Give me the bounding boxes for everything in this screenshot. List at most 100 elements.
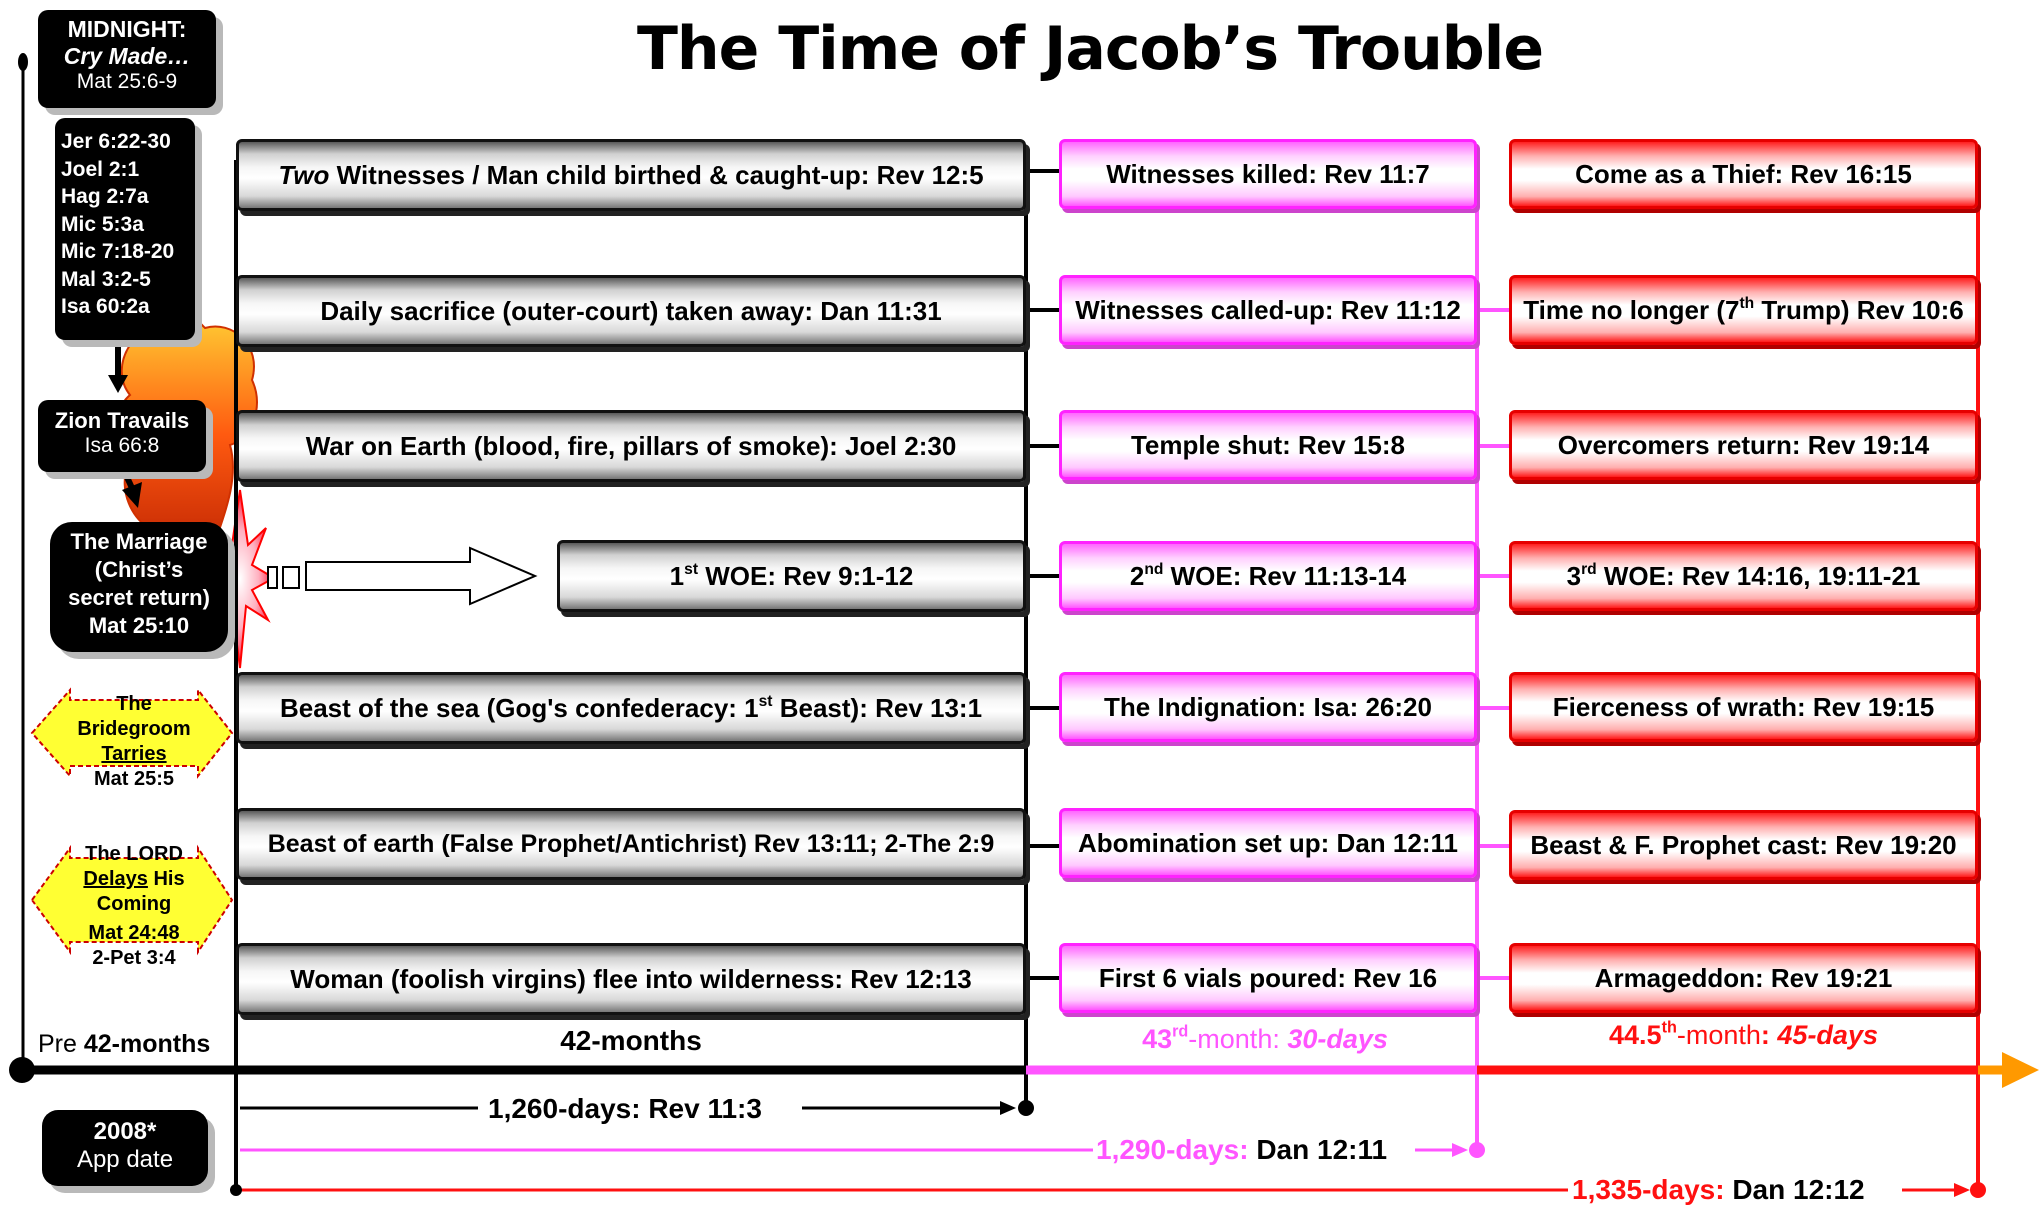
col2-row7-box: First 6 vials poured: Rev 16 [1059,943,1477,1013]
col3-row7-box: Armageddon: Rev 19:21 [1509,943,1978,1013]
verse-item: Mic 5:3a [61,212,144,236]
col3-row1-box: Come as a Thief: Rev 16:15 [1509,139,1978,209]
col1-row1-text: Witnesses / Man child birthed & caught-u… [329,159,984,190]
lord-delays-line3: Coming [96,893,172,915]
col2-row4-text: WOE: Rev 11:13-14 [1163,560,1407,591]
col3-row5-text: Fierceness of wrath: Rev 19:15 [1552,691,1935,722]
period-42-months-label: 42-months [560,1025,702,1056]
period2-num: 43 [1142,1024,1173,1054]
col1-row5-pre: Beast of the sea (Gog's confederacy: 1 [279,692,759,723]
col1-row5-sup: st [758,692,773,710]
period3-days: 45-days [1777,1020,1878,1050]
col2-row7-text: First 6 vials poured: Rev 16 [1098,962,1438,993]
marriage-line3: secret return) [68,585,210,610]
marriage-line1: The Marriage [70,529,208,554]
col3-row3-box: Overcomers return: Rev 19:14 [1509,410,1978,480]
period3-num: 44.5 [1609,1020,1662,1050]
period2-mid: -month: [1188,1024,1288,1054]
col1-row3-box: War on Earth (blood, fire, pillars of sm… [236,410,1026,482]
col2-row4-sup: nd [1144,560,1164,578]
period-43rd-month-label: 43rd-month: 30-days [1030,1024,1500,1055]
col3-row2-pre: Time no longer (7 [1523,294,1740,325]
midnight-line1: MIDNIGHT: [67,16,187,42]
col2-row3-text: Temple shut: Rev 15:8 [1130,429,1406,460]
col3-row2-sup: th [1739,294,1755,312]
col2-row1-text: Witnesses killed: Rev 11:7 [1106,158,1430,189]
col3-row2-box: Time no longer (7th Trump) Rev 10:6 [1509,275,1978,345]
col3-row6-text: Beast & F. Prophet cast: Rev 19:20 [1530,829,1957,860]
timeline-arrowhead [2002,1052,2039,1088]
days-1335-colored: 1,335-days: [1572,1174,1725,1205]
col1-connectors [1026,169,1060,980]
zion-line2: Isa 66:8 [84,434,160,457]
app-date-line1: 2008* [93,1118,157,1145]
days-1260-label: 1,260-days: Rev 11:3 [488,1093,762,1124]
col1-row5-box: Beast of the sea (Gog's confederacy: 1st… [236,672,1026,744]
period3-mid: -month [1676,1020,1761,1050]
days-1290-colored: 1,290-days: [1096,1134,1249,1165]
col1-row7-text: Woman (foolish virgins) flee into wilder… [290,963,972,994]
down-arrow-1 [108,375,128,393]
midnight-line2: Cry Made… [63,43,191,69]
lord-delays-his: His [147,868,185,890]
left-timeline-top-cap [18,53,28,71]
period2-days: 30-days [1287,1024,1388,1054]
col1-row2-box: Daily sacrifice (outer-court) taken away… [236,275,1026,347]
days-1290-label: 1,290-days: Dan 12:11 [1096,1134,1387,1166]
bridegroom-label: The Bridegroom Tarries Mat 25:5 [70,692,198,792]
col2-row5-text: The Indignation: Isa: 26:20 [1104,691,1432,722]
app-date-box: 2008* App date [42,1110,208,1186]
col3-row4-box: 3rd WOE: Rev 14:16, 19:11-21 [1509,541,1978,611]
bridegroom-line4: Mat 25:5 [93,768,175,790]
pre-bold: 42-months [83,1030,211,1058]
col3-row4-sup: rd [1581,560,1597,578]
days-1290-black: Dan 12:11 [1248,1134,1388,1165]
marriage-line4: Mat 25:10 [88,613,190,638]
col2-row2-box: Witnesses called-up: Rev 11:12 [1059,275,1477,345]
lord-delays-label: The LORD Delays His Coming Mat 24:48 2-P… [70,842,198,971]
bridegroom-line3: Tarries [101,743,167,765]
lord-delays-line1: The LORD [85,843,183,865]
col1-row6-text: Beast of earth (False Prophet/Antichrist… [267,829,995,858]
marriage-box: The Marriage (Christ’s secret return) Ma… [50,522,228,652]
col2-row1-box: Witnesses killed: Rev 11:7 [1059,139,1477,209]
marriage-line2: (Christ’s [94,557,184,582]
col1-row2-text: Daily sacrifice (outer-court) taken away… [320,295,942,326]
app-date-line2: App date [76,1146,174,1173]
period-44-5th-month-label: 44.5th-month: 45-days [1509,1020,1978,1051]
col2-row4-box: 2nd WOE: Rev 11:13-14 [1059,541,1477,611]
col3-row6-box: Beast & F. Prophet cast: Rev 19:20 [1509,810,1978,880]
col1-row1-box: Two Witnesses / Man child birthed & caug… [236,139,1026,211]
col3-row7-text: Armageddon: Rev 19:21 [1594,962,1893,993]
col1-row7-box: Woman (foolish virgins) flee into wilder… [236,943,1026,1015]
col1-row4-num: 1 [669,560,685,591]
col1-row1-italic: Two [278,159,330,190]
col3-row2-text: Trump) Rev 10:6 [1754,294,1964,325]
col2-row4-num: 2 [1129,560,1145,591]
col2-row6-text: Abomination set up: Dan 12:11 [1078,827,1458,858]
lord-delays-line5: 2-Pet 3:4 [92,947,176,969]
lord-delays-arrow-shape [30,844,234,956]
col3-row4-text: WOE: Rev 14:16, 19:11-21 [1596,560,1921,591]
col2-connectors [1477,308,1510,980]
col3-row4-num: 3 [1566,560,1582,591]
verse-item: Mal 3:2-5 [61,267,151,291]
lord-delays-line2: Delays His [70,867,198,892]
timeline-start-dot [9,1057,35,1083]
woe-arrow [267,546,538,606]
col3-row3-text: Overcomers return: Rev 19:14 [1557,429,1930,460]
period3-sup: th [1661,1018,1677,1037]
col1-row4-sup: st [684,560,699,578]
verse-list-box: Jer 6:22-30 Joel 2:1 Hag 2:7a Mic 5:3a M… [55,118,195,340]
verse-item: Isa 60:2a [61,295,150,318]
days-1335-label: 1,335-days: Dan 12:12 [1572,1174,1865,1206]
pre-42-months-label: Pre 42-months [38,1030,210,1059]
col3-row5-box: Fierceness of wrath: Rev 19:15 [1509,672,1978,742]
verse-item: Jer 6:22-30 [61,130,171,153]
col2-row3-box: Temple shut: Rev 15:8 [1059,410,1477,480]
days-1335-black: Dan 12:12 [1724,1174,1865,1205]
col1-row4-text: WOE: Rev 9:1-12 [698,560,914,591]
col1-row4-box: 1st WOE: Rev 9:1-12 [557,540,1026,612]
col2-row2-text: Witnesses called-up: Rev 11:12 [1075,294,1461,325]
